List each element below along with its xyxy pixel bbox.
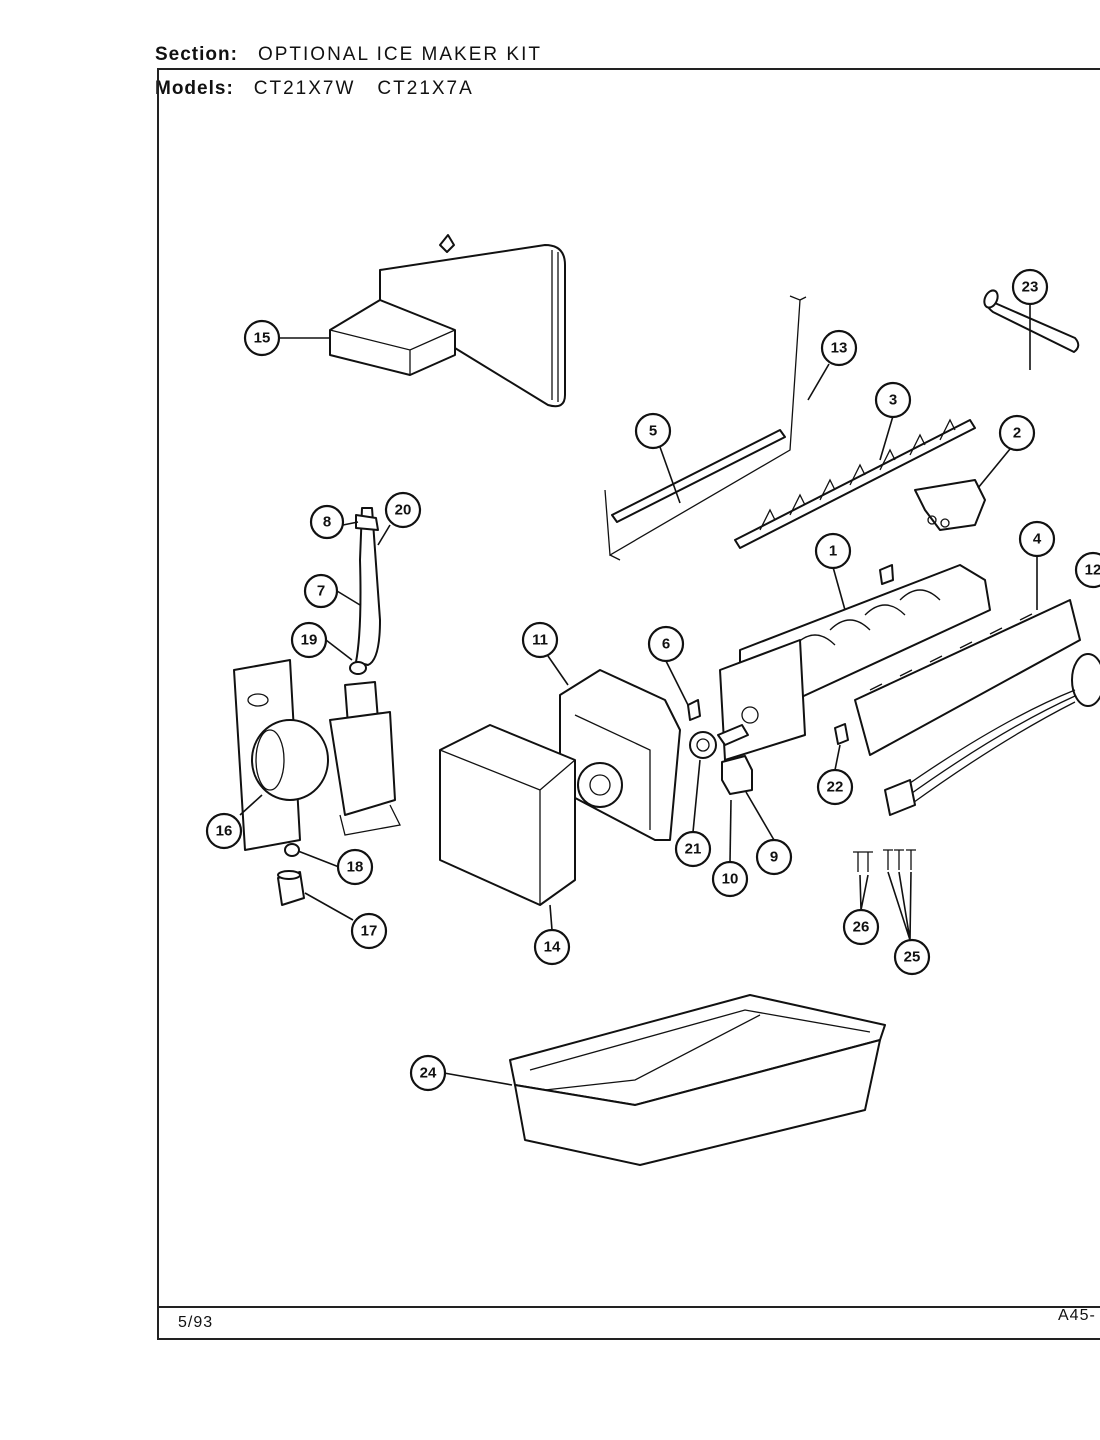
svg-text:3: 3 [889,392,897,409]
callout-25: 25 [893,938,931,976]
part-motor-housing-drawing [559,669,681,841]
part-fill-tube-drawing [349,507,381,675]
svg-text:4: 4 [1033,531,1042,548]
part-harness-drawing [884,653,1100,816]
part-shield-drawing [329,234,566,408]
svg-text:6: 6 [662,636,670,653]
callout-4: 4 [1018,520,1056,558]
leader-lines [239,304,1038,1086]
model-number: CT21X7W [253,78,356,99]
svg-text:25: 25 [904,949,921,966]
callout-22: 22 [816,768,854,806]
svg-text:16: 16 [216,823,233,840]
callout-24: 24 [409,1054,447,1092]
svg-text:1: 1 [829,543,837,560]
callout-17: 17 [350,912,388,950]
callout-14: 14 [533,928,571,966]
callout-12: 12 [1074,551,1100,589]
callout-21: 21 [674,830,712,868]
part-rods-drawing [604,295,807,561]
callout-7: 7 [303,573,339,609]
callout-23: 23 [1011,268,1049,306]
part-bracket-drawing [914,479,986,531]
callout-15: 15 [243,319,281,357]
part-cover-drawing [439,724,576,906]
svg-text:24: 24 [420,1065,437,1082]
svg-text:22: 22 [827,779,844,796]
svg-text:11: 11 [532,632,548,649]
callout-18: 18 [336,848,374,886]
svg-text:18: 18 [347,859,364,876]
svg-text:2: 2 [1013,425,1021,442]
diagram-frame [157,68,1100,1340]
footer-divider [157,1306,1100,1308]
svg-text:21: 21 [685,841,702,858]
svg-text:15: 15 [254,330,271,347]
svg-text:14: 14 [544,939,561,956]
part-fittings-drawing [277,843,305,906]
models-label: Models: [155,78,234,99]
part-rail-drawing [854,599,1081,756]
svg-text:10: 10 [722,871,739,888]
part-ejector-drawing [734,418,976,549]
part-tube-drawing [983,289,1080,353]
callout-1: 1 [814,532,852,570]
callout-19: 19 [290,621,328,659]
models-header: Models: CT21X7W CT21X7A [155,78,474,100]
section-label: Section: [155,44,238,65]
callout-3: 3 [874,381,912,419]
footer-page-code: A45- [1058,1307,1096,1324]
callout-13: 13 [820,329,858,367]
section-header: Section: OPTIONAL ICE MAKER KIT [155,44,542,66]
section-title: OPTIONAL ICE MAKER KIT [257,44,542,65]
callout-20: 20 [384,491,422,529]
callout-9: 9 [755,838,793,876]
part-screws-drawing [853,849,916,872]
part-water-valve-drawing [233,659,401,851]
part-ice-bin-drawing [509,994,886,1166]
svg-text:19: 19 [301,632,318,649]
svg-text:5: 5 [649,423,657,440]
svg-text:9: 9 [770,849,778,866]
footer-date: 5/93 [178,1314,214,1331]
part-small-components-drawing [687,699,849,795]
svg-text:26: 26 [853,919,870,936]
svg-text:17: 17 [361,923,378,940]
callout-6: 6 [647,625,685,663]
callout-5: 5 [634,412,672,450]
svg-text:7: 7 [317,583,325,600]
callout-10: 10 [711,860,749,898]
svg-text:13: 13 [831,340,848,357]
callout-16: 16 [205,812,243,850]
svg-text:8: 8 [323,514,331,531]
model-number: CT21X7A [377,78,474,99]
svg-text:20: 20 [395,502,412,519]
callout-8: 8 [309,504,345,540]
callout-26: 26 [842,908,880,946]
callout-2: 2 [998,414,1036,452]
svg-text:23: 23 [1022,279,1039,296]
svg-text:12: 12 [1085,562,1100,579]
callout-11: 11 [521,621,559,659]
